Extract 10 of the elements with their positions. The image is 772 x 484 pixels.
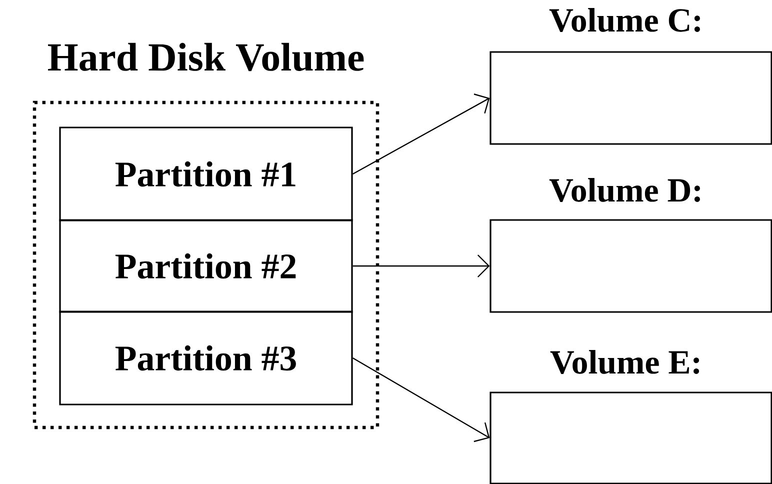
volume-heading: Volume E: xyxy=(550,350,700,374)
volume-heading: Volume D: xyxy=(549,178,700,202)
group-heading: Hard Disk Volume xyxy=(48,42,364,72)
arrow xyxy=(352,254,490,278)
partition-box: Partition #3 xyxy=(59,310,353,406)
arrow xyxy=(352,357,490,442)
arrow xyxy=(352,94,490,175)
volume-heading: Volume C: xyxy=(549,8,700,32)
partition-box: Partition #1 xyxy=(59,126,353,222)
partition-box: Partition #2 xyxy=(59,219,353,313)
